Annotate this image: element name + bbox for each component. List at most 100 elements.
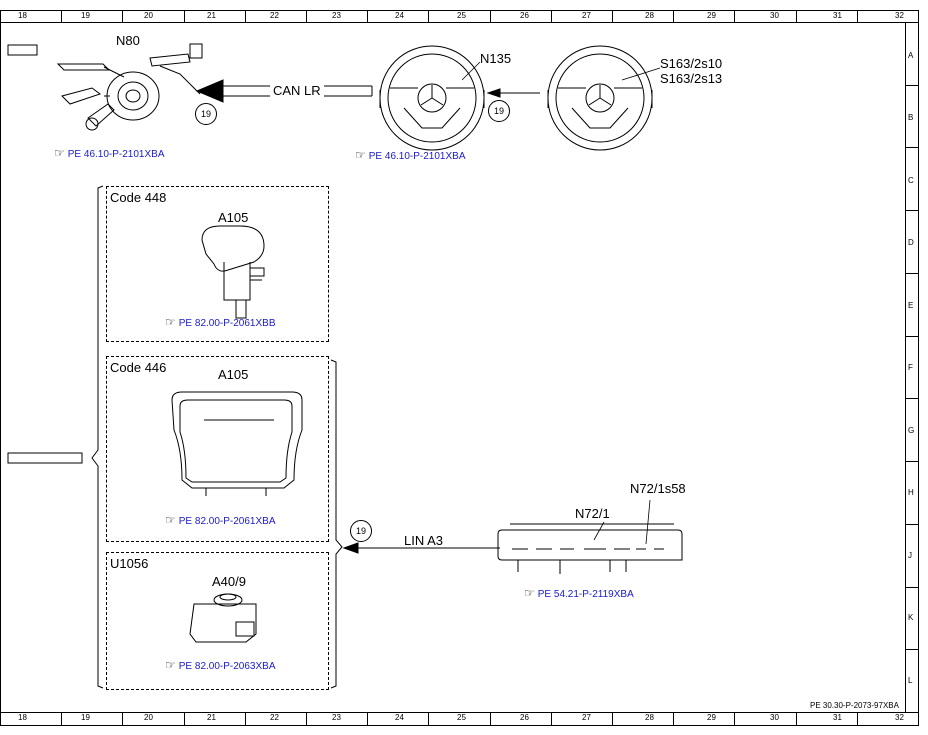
row-label: C — [908, 176, 914, 185]
column-label: 20 — [144, 713, 153, 722]
a105-446-reference[interactable]: ☞PE 82.00-P-2061XBA — [165, 514, 276, 527]
column-label: 24 — [395, 11, 404, 20]
pointing-hand-icon: ☞ — [165, 315, 176, 329]
column-label: 27 — [582, 11, 591, 20]
column-label: 21 — [207, 11, 216, 20]
a40-9-reference[interactable]: ☞PE 82.00-P-2063XBA — [165, 659, 276, 672]
leader-line — [645, 499, 651, 545]
column-label: 32 — [895, 11, 904, 20]
option-box-u1056 — [106, 552, 329, 690]
row-label: L — [908, 676, 913, 685]
a105-448-reference-text: PE 82.00-P-2061XBB — [178, 318, 276, 329]
leader-line — [593, 521, 605, 541]
column-label: 23 — [332, 11, 341, 20]
steering-wheel-icon — [379, 45, 485, 151]
left-connector-stub — [7, 44, 38, 56]
a105-446-reference-text: PE 82.00-P-2061XBA — [178, 516, 276, 527]
column-label: 21 — [207, 713, 216, 722]
column-label: 26 — [520, 11, 529, 20]
column-label: 19 — [81, 11, 90, 20]
document-id: PE 30.30-P-2073-97XBA — [810, 701, 899, 710]
n72-1-reference[interactable]: ☞PE 54.21-P-2119XBA — [524, 587, 634, 600]
row-label: E — [908, 301, 914, 310]
column-label: 28 — [645, 713, 654, 722]
n135-reference[interactable]: ☞PE 46.10-P-2101XBA — [355, 149, 466, 162]
n135-label: N135 — [480, 51, 512, 66]
lin-arrow-head — [342, 542, 359, 554]
can-label: CAN LR — [270, 84, 324, 97]
column-label: 29 — [707, 11, 716, 20]
column-label: 25 — [457, 11, 466, 20]
control-module-icon — [189, 593, 257, 643]
switch-marker: 19 — [488, 100, 510, 122]
climate-control-panel-icon — [497, 523, 683, 574]
option-box-code-448 — [106, 186, 329, 342]
column-label: 32 — [895, 713, 904, 722]
column-label: 29 — [707, 713, 716, 722]
option-box-code-446 — [106, 356, 329, 542]
column-label: 30 — [770, 713, 779, 722]
column-label: 22 — [270, 11, 279, 20]
a105-label: A105 — [218, 210, 249, 225]
a105-448-reference[interactable]: ☞PE 82.00-P-2061XBB — [165, 316, 276, 329]
row-label: K — [908, 613, 914, 622]
column-label: 23 — [332, 713, 341, 722]
row-label: B — [908, 113, 914, 122]
column-label: 26 — [520, 713, 529, 722]
n72-1-label: N72/1 — [575, 506, 610, 521]
gear-selector-icon — [201, 225, 265, 319]
column-label: 25 — [457, 713, 466, 722]
can-arrow-head — [195, 79, 224, 103]
group-brace — [91, 185, 104, 689]
row-label: H — [908, 488, 914, 497]
code-446-label: Code 446 — [110, 360, 167, 375]
console-panel-icon — [171, 391, 303, 496]
column-label: 24 — [395, 713, 404, 722]
group-brace — [330, 359, 343, 689]
column-label: 18 — [18, 713, 27, 722]
leader-line — [621, 67, 661, 81]
n72-1s58-label: N72/1s58 — [630, 481, 686, 496]
n135-reference-text: PE 46.10-P-2101XBA — [368, 151, 466, 162]
row-label: D — [908, 238, 914, 247]
pointing-hand-icon: ☞ — [165, 658, 176, 672]
lin-label: LIN A3 — [404, 533, 444, 548]
pointing-hand-icon: ☞ — [524, 586, 535, 600]
n72-1-reference-text: PE 54.21-P-2119XBA — [537, 589, 634, 600]
column-label: 19 — [81, 713, 90, 722]
left-connector-stub — [7, 452, 83, 464]
s163-2s13-label: S163/2s13 — [660, 71, 723, 86]
leader-line — [461, 61, 481, 81]
row-label: G — [908, 426, 915, 435]
row-label: F — [908, 363, 913, 372]
column-label: 20 — [144, 11, 153, 20]
u1056-label: U1056 — [110, 556, 149, 571]
s163-2s10-label: S163/2s10 — [660, 56, 723, 71]
pointing-hand-icon: ☞ — [165, 513, 176, 527]
code-448-label: Code 448 — [110, 190, 167, 205]
column-label: 30 — [770, 11, 779, 20]
row-label: J — [908, 551, 912, 560]
can-marker: 19 — [195, 103, 217, 125]
column-label: 31 — [833, 713, 842, 722]
a40-9-reference-text: PE 82.00-P-2063XBA — [178, 661, 276, 672]
column-label: 27 — [582, 713, 591, 722]
switch-arrow-head — [486, 88, 501, 98]
n80-reference-text: PE 46.10-P-2101XBA — [67, 149, 165, 160]
steering-column-module-icon — [56, 43, 203, 131]
n80-label: N80 — [116, 33, 140, 48]
lin-marker: 19 — [350, 520, 372, 542]
n80-reference[interactable]: ☞PE 46.10-P-2101XBA — [54, 147, 165, 160]
steering-wheel-icon — [547, 45, 653, 151]
column-label: 18 — [18, 11, 27, 20]
column-label: 31 — [833, 11, 842, 20]
a40-9-label: A40/9 — [212, 574, 246, 589]
a105-label: A105 — [218, 367, 249, 382]
column-label: 22 — [270, 713, 279, 722]
pointing-hand-icon: ☞ — [355, 148, 366, 162]
pointing-hand-icon: ☞ — [54, 146, 65, 160]
column-label: 28 — [645, 11, 654, 20]
row-label: A — [908, 51, 914, 60]
